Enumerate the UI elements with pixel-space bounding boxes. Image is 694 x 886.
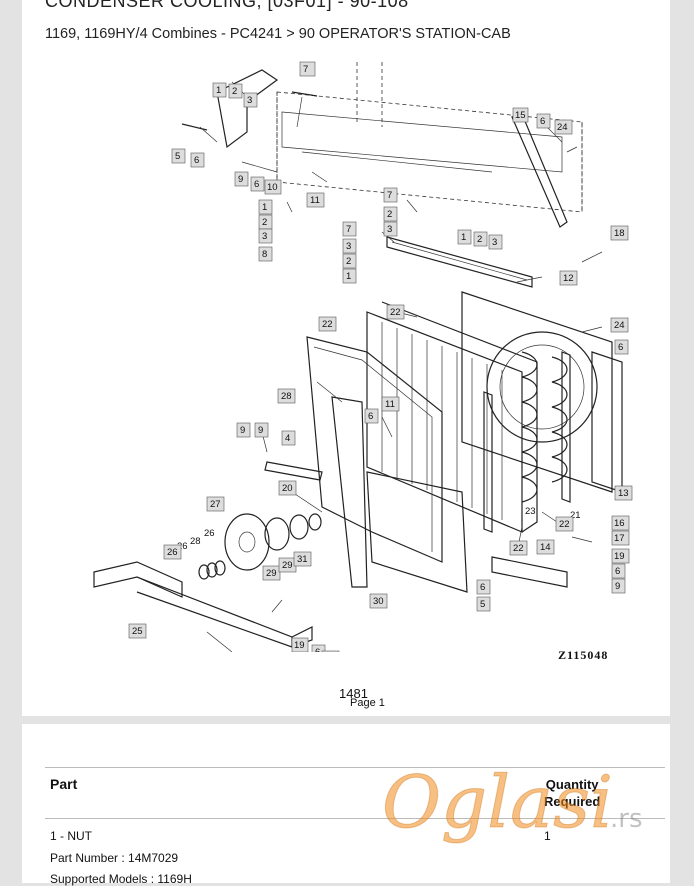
svg-text:6: 6 xyxy=(315,647,320,652)
svg-text:2: 2 xyxy=(262,217,267,228)
svg-text:12: 12 xyxy=(563,273,574,284)
svg-text:13: 13 xyxy=(618,488,629,499)
svg-text:15: 15 xyxy=(515,110,526,121)
svg-text:26: 26 xyxy=(167,547,178,558)
svg-text:3: 3 xyxy=(262,231,267,242)
svg-text:10: 10 xyxy=(267,182,278,193)
svg-text:11: 11 xyxy=(385,399,395,410)
column-header-part: Part xyxy=(50,776,78,792)
svg-text:6: 6 xyxy=(480,582,485,593)
svg-text:21: 21 xyxy=(570,510,581,521)
condenser-core xyxy=(366,301,538,533)
washer-stack xyxy=(198,560,226,580)
svg-text:2: 2 xyxy=(387,209,392,220)
page-subtitle: 1169, 1169HY/4 Combines - PC4241 > 90 OP… xyxy=(45,26,511,42)
page-title: CONDENSER COOLING, [03F01] - 90-108 xyxy=(45,0,409,11)
svg-text:3: 3 xyxy=(387,224,392,235)
svg-text:9: 9 xyxy=(240,425,245,436)
svg-text:29: 29 xyxy=(266,568,277,579)
svg-text:1: 1 xyxy=(461,232,466,243)
svg-text:29: 29 xyxy=(282,560,293,571)
supported-models: Supported Models : 1169H xyxy=(50,872,192,886)
column-header-quantity: Quantity Required xyxy=(544,776,600,810)
svg-text:19: 19 xyxy=(614,551,625,562)
svg-text:8: 8 xyxy=(262,249,267,260)
svg-text:5: 5 xyxy=(480,599,485,610)
svg-text:6: 6 xyxy=(254,179,259,190)
drive-shaft xyxy=(264,461,323,481)
svg-text:6: 6 xyxy=(368,411,373,422)
parts-table: Part Quantity Required 1 - NUT 1 Part Nu… xyxy=(22,724,670,886)
svg-text:6: 6 xyxy=(615,566,620,577)
svg-text:6: 6 xyxy=(194,155,199,166)
svg-text:9: 9 xyxy=(615,581,620,592)
svg-text:9: 9 xyxy=(238,174,243,185)
svg-text:14: 14 xyxy=(540,542,551,553)
svg-text:20: 20 xyxy=(282,483,293,494)
upper-bracket xyxy=(181,69,318,149)
svg-text:5: 5 xyxy=(175,151,180,162)
svg-text:19: 19 xyxy=(294,640,305,651)
svg-text:22: 22 xyxy=(559,519,570,530)
table-top-rule xyxy=(45,767,665,768)
svg-text:23: 23 xyxy=(525,506,536,517)
fan-pulley xyxy=(224,513,322,571)
svg-text:26: 26 xyxy=(177,541,188,552)
oglasi-watermark-logo: Oglasi .rs xyxy=(382,760,643,845)
svg-text:7: 7 xyxy=(346,224,351,235)
cab-frame-outline xyxy=(276,62,583,213)
svg-text:24: 24 xyxy=(614,320,625,331)
svg-text:11: 11 xyxy=(310,195,320,206)
page-label: Page 1 xyxy=(350,697,385,709)
svg-text:1: 1 xyxy=(262,202,267,213)
svg-text:25: 25 xyxy=(132,626,143,637)
front-screen-panel xyxy=(306,336,443,563)
condenser-tubes xyxy=(483,351,571,533)
svg-text:3: 3 xyxy=(492,237,497,248)
fan-shroud xyxy=(461,291,623,493)
svg-text:2: 2 xyxy=(346,256,351,267)
svg-text:6: 6 xyxy=(540,116,545,127)
svg-text:22: 22 xyxy=(390,307,401,318)
table-header-rule xyxy=(45,818,665,819)
diagram-reference-code: Z115048 xyxy=(558,648,609,662)
svg-text:24: 24 xyxy=(557,122,568,133)
svg-text:31: 31 xyxy=(297,554,308,565)
parts-diagram-page: CONDENSER COOLING, [03F01] - 90-108 1169… xyxy=(22,0,670,716)
part-quantity: 1 xyxy=(544,829,551,843)
part-name: 1 - NUT xyxy=(50,829,92,843)
svg-text:3: 3 xyxy=(247,95,252,106)
svg-text:7: 7 xyxy=(387,190,392,201)
quantity-header-line1: Quantity xyxy=(545,777,599,792)
svg-text:17: 17 xyxy=(614,533,625,544)
watermark-suffix: .rs xyxy=(610,804,643,834)
svg-text:6: 6 xyxy=(618,342,623,353)
svg-text:28: 28 xyxy=(281,391,292,402)
side-panel xyxy=(366,471,468,593)
part-number: Part Number : 14M7029 xyxy=(50,851,179,865)
svg-text:16: 16 xyxy=(614,518,625,529)
svg-text:22: 22 xyxy=(322,319,333,330)
svg-text:22: 22 xyxy=(513,543,524,554)
support-post xyxy=(331,396,368,588)
svg-text:1: 1 xyxy=(216,85,221,96)
page-number: 1481 xyxy=(339,686,368,701)
svg-text:2: 2 xyxy=(232,86,237,97)
svg-text:27: 27 xyxy=(210,499,221,510)
lower-bracket xyxy=(491,556,568,588)
callout-labels: 1 2 3 7 5 6 15 6 24 9 6 10 11 1 2 3 8 7 … xyxy=(128,61,633,652)
svg-text:3: 3 xyxy=(346,241,351,252)
svg-text:9: 9 xyxy=(258,425,263,436)
svg-text:1: 1 xyxy=(346,271,351,282)
svg-text:7: 7 xyxy=(303,64,308,75)
svg-text:4: 4 xyxy=(285,433,290,444)
exploded-parts-diagram: 1 2 3 7 5 6 15 6 24 9 6 10 11 1 2 3 8 7 … xyxy=(93,61,633,652)
svg-text:18: 18 xyxy=(614,228,625,239)
top-seal-bar xyxy=(386,236,533,288)
svg-text:2: 2 xyxy=(477,234,482,245)
quantity-header-line2: Required xyxy=(544,794,601,809)
svg-text:26: 26 xyxy=(204,528,215,539)
svg-text:28: 28 xyxy=(190,536,201,547)
svg-text:30: 30 xyxy=(373,596,384,607)
